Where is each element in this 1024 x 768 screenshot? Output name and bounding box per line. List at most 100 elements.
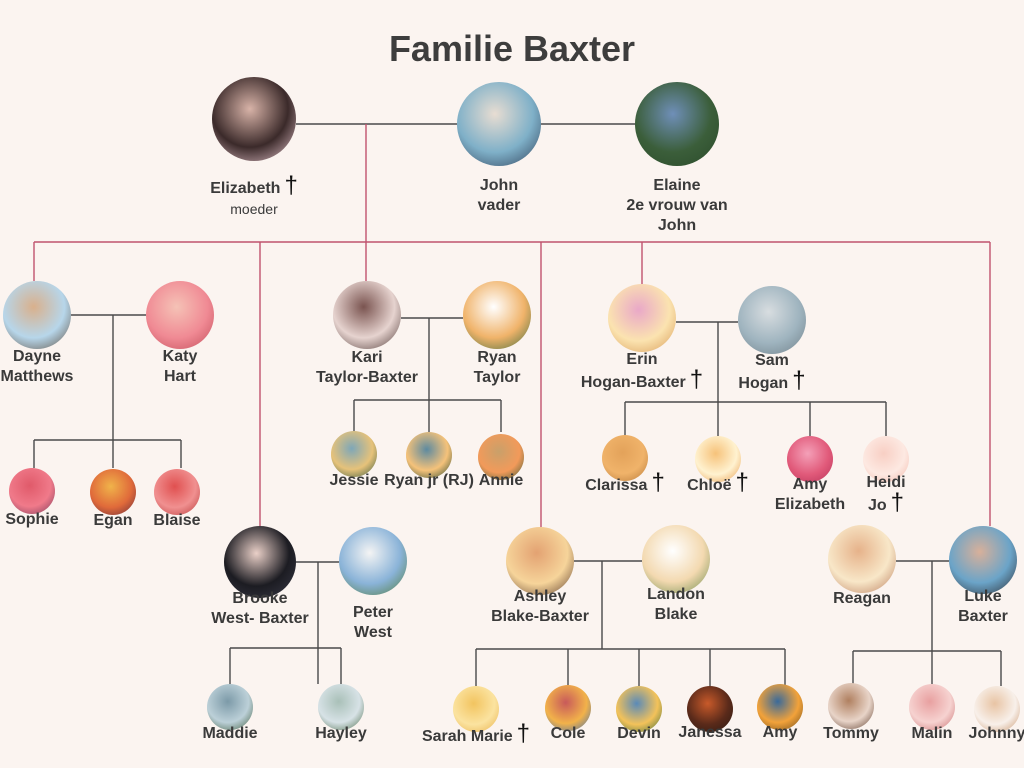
person-name-line: Baxter: [958, 608, 1008, 625]
person-name-line: Hart: [163, 368, 196, 385]
person-name-line: 2e vrouw van: [626, 197, 728, 214]
portrait-landon: [642, 525, 710, 593]
deceased-cross-icon: †: [792, 367, 806, 394]
person-name-line: Sam: [755, 352, 789, 369]
person-name-line: Blaise: [153, 512, 201, 529]
portrait-kari: [333, 281, 401, 349]
deceased-cross-icon: †: [735, 469, 749, 496]
person-name-line: Hogan†: [738, 367, 806, 394]
person-name-line: Heidi: [866, 474, 906, 491]
portrait-amy_e: [787, 436, 833, 482]
portrait-heidi: [863, 436, 909, 482]
person-name-line: Amy: [792, 476, 828, 493]
person-name-line: Chloë†: [687, 469, 749, 496]
portrait-katy: [146, 281, 214, 349]
portrait-cole: [545, 685, 591, 731]
person-label-amy: Amy: [763, 723, 798, 743]
person-name-line: Peter: [352, 604, 394, 621]
person-label-devin: Devin: [617, 724, 661, 744]
person-label-elizabeth: Elizabeth†moeder: [210, 174, 298, 219]
diagram-title: Familie Baxter: [388, 28, 636, 69]
person-note: moeder: [230, 201, 278, 217]
person-label-ryanjr: Ryan jr (RJ): [384, 471, 474, 491]
person-name-line: Luke: [964, 588, 1002, 605]
portrait-chloe: [695, 436, 741, 482]
person-name-line: Matthews: [0, 368, 74, 385]
person-label-clarissa: Clarissa†: [585, 471, 665, 496]
person-name-line: Katy: [162, 348, 198, 365]
portrait-hayley: [318, 684, 364, 730]
portrait-amy: [757, 684, 803, 730]
portrait-egan: [90, 469, 136, 515]
deceased-cross-icon: †: [651, 469, 665, 496]
person-name-line: Janessa: [678, 724, 742, 741]
portrait-clarissa: [602, 435, 648, 481]
person-label-hayley: Hayley: [315, 724, 367, 744]
person-name-line: Ryan: [477, 349, 517, 366]
person-name-line: Brooke: [232, 590, 288, 607]
person-label-annie: Annie: [479, 471, 523, 491]
person-name-line: Malin: [911, 725, 953, 742]
portrait-elaine: [635, 82, 719, 166]
person-name-line: Maddie: [202, 725, 258, 742]
person-name-line: Blake-Baxter: [491, 608, 589, 625]
deceased-cross-icon: †: [284, 172, 298, 199]
portrait-ashley: [506, 527, 574, 595]
deceased-cross-icon: †: [689, 366, 704, 393]
person-name-line: Hayley: [315, 725, 367, 742]
person-name-line: Blake: [654, 606, 698, 623]
person-name-line: Jo†: [867, 489, 905, 516]
portrait-jessie: [331, 431, 377, 477]
portrait-devin: [616, 686, 662, 732]
person-label-maddie: Maddie: [202, 724, 257, 744]
portrait-maddie: [207, 684, 253, 730]
person-name-line: Johnny: [968, 725, 1024, 742]
portrait-reagan: [828, 525, 896, 593]
person-name-line: West- Baxter: [211, 610, 309, 627]
person-name-line: West: [354, 624, 392, 641]
person-name-line: Kari: [351, 349, 383, 366]
person-name-line: Ashley: [513, 588, 567, 605]
portrait-sophie: [9, 468, 55, 514]
portrait-ryanjr: [406, 432, 452, 478]
person-label-tommy: Tommy: [823, 724, 879, 744]
person-name-line: John: [657, 217, 697, 234]
portrait-luke: [949, 526, 1017, 594]
portrait-malin: [909, 684, 955, 730]
portrait-blaise: [154, 469, 200, 515]
person-name-line: Taylor: [473, 369, 521, 386]
portrait-erin: [608, 284, 676, 352]
person-name-line: Dayne: [12, 348, 62, 365]
portrait-sam: [738, 286, 806, 354]
person-name-line: Erin: [626, 351, 658, 368]
person-label-sarah: Sarah Marie†: [421, 720, 531, 747]
person-label-blaise: Blaise: [153, 511, 200, 531]
person-name-line: Cole: [550, 725, 586, 742]
person-name-line: Ryan jr (RJ): [384, 472, 474, 489]
portrait-janessa: [687, 686, 733, 732]
portrait-peter: [339, 527, 407, 595]
person-label-reagan: Reagan: [833, 589, 891, 609]
portrait-brooke: [224, 526, 296, 598]
person-label-chloe: Chloë†: [687, 469, 749, 496]
portrait-ryan: [463, 281, 531, 349]
person-name-line: Sarah Marie†: [421, 720, 531, 747]
portrait-sarah: [453, 686, 499, 732]
person-name-line: Egan: [93, 512, 133, 529]
person-name-line: Taylor-Baxter: [316, 369, 418, 386]
portrait-annie: [478, 434, 524, 480]
person-name-line: vader: [477, 197, 521, 214]
